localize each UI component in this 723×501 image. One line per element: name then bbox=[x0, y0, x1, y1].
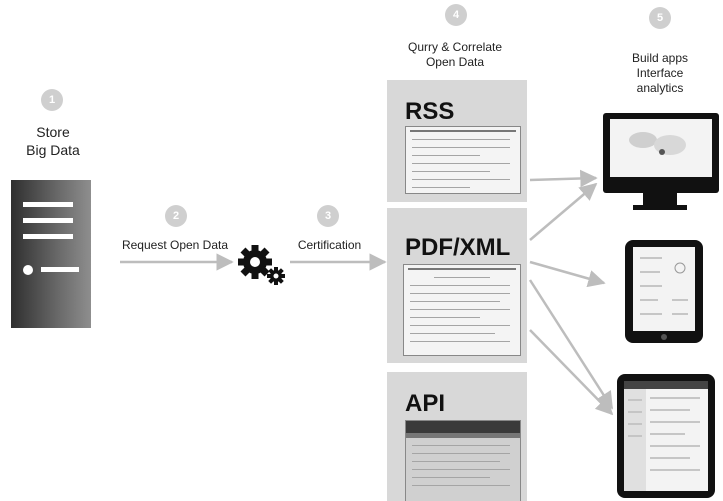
arrow-pdf-monitor bbox=[529, 182, 598, 241]
arrow-pdf-tablet bbox=[529, 260, 606, 288]
step-4-label: Qurry & Correlate Open Data bbox=[385, 40, 525, 70]
step-5-number: 5 bbox=[656, 12, 664, 24]
server-icon bbox=[11, 180, 91, 328]
step-2-number: 2 bbox=[172, 210, 180, 222]
pdfxml-title: PDF/XML bbox=[405, 234, 511, 261]
step-3-number: 3 bbox=[324, 210, 332, 222]
step-4-label-line2: Open Data bbox=[425, 55, 485, 69]
step-5-badge: 5 bbox=[649, 7, 671, 29]
step-5-label-line1: Build apps bbox=[631, 51, 689, 65]
monitor-icon bbox=[603, 113, 719, 210]
step-3-badge: 3 bbox=[317, 205, 339, 227]
api-page-thumbnail bbox=[405, 420, 521, 501]
arrow-pdf-tablet2 bbox=[528, 279, 614, 410]
arrow-api-tablet2 bbox=[529, 329, 614, 416]
step-1-number: 1 bbox=[48, 94, 56, 106]
step-5-label-line3: analytics bbox=[636, 81, 684, 95]
arrow-rss-monitor bbox=[529, 169, 598, 188]
step-1-label-line2: Big Data bbox=[26, 142, 80, 158]
step-1-label: Store Big Data bbox=[8, 123, 98, 159]
pdfxml-document-thumbnail bbox=[403, 264, 521, 356]
step-4-label-line1: Qurry & Correlate bbox=[407, 40, 503, 54]
api-panel: API bbox=[387, 372, 527, 501]
step-2-label: Request Open Data bbox=[121, 238, 229, 252]
tablet-app-icon bbox=[617, 374, 715, 498]
step-4-badge: 4 bbox=[445, 4, 467, 26]
pdfxml-panel: PDF/XML bbox=[387, 208, 527, 363]
step-5-label-line2: Interface bbox=[636, 66, 684, 80]
step-3-label: Certification bbox=[297, 238, 362, 252]
step-5-label: Build apps Interface analytics bbox=[610, 51, 710, 96]
rss-document-thumbnail bbox=[405, 126, 521, 194]
step-4-number: 4 bbox=[452, 9, 460, 21]
rss-title: RSS bbox=[405, 98, 455, 125]
step-1-label-line1: Store bbox=[36, 124, 70, 140]
api-title: API bbox=[405, 390, 446, 417]
step-2-badge: 2 bbox=[165, 205, 187, 227]
step-1-badge: 1 bbox=[41, 89, 63, 111]
tablet-icon bbox=[625, 240, 703, 343]
rss-panel: RSS bbox=[387, 80, 527, 202]
